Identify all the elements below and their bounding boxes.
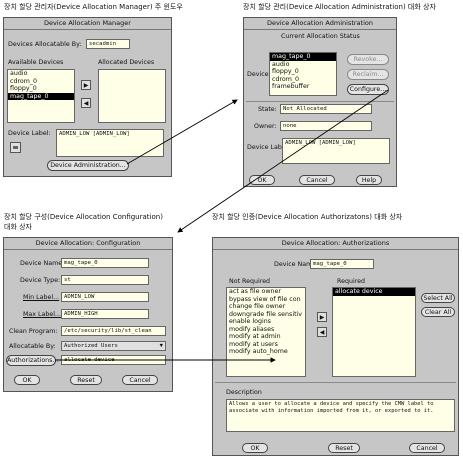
list-item[interactable]: cdrom_0 xyxy=(10,77,38,85)
divider xyxy=(246,101,394,102)
list-item[interactable]: modify at users xyxy=(229,340,278,348)
not-required-label: Not Required xyxy=(229,278,271,285)
description-text: Allows a user to allocate a device and s… xyxy=(226,399,455,432)
arrow-admin-to-administration xyxy=(126,99,238,165)
owner-field: none xyxy=(280,121,372,131)
devices-label: Devices: xyxy=(247,71,274,78)
manager-window: Device Allocation Manager Devices Alloca… xyxy=(3,17,172,177)
caption-manager: 장치 할당 관리자(Device Allocation Manager) 주 윈… xyxy=(4,3,183,11)
arrow-left-icon: ◀ xyxy=(319,329,325,336)
min-label-button[interactable]: Min Label... xyxy=(23,294,60,301)
divider xyxy=(215,382,456,383)
administration-window: Device Allocation Administration Current… xyxy=(243,17,397,187)
cancel-button[interactable]: Cancel xyxy=(122,375,158,385)
state-label: State: xyxy=(258,106,277,113)
list-item[interactable]: floppy_0 xyxy=(10,85,37,92)
arrow-configure-to-configuration xyxy=(177,89,389,233)
ok-button[interactable]: OK xyxy=(14,375,40,385)
clean-program-label: Clean Program: xyxy=(9,328,58,335)
configuration-title: Device Allocation: Configuration xyxy=(4,238,172,250)
authorizations-button[interactable]: Authorizations... xyxy=(6,355,59,366)
reset-button[interactable]: Reset xyxy=(328,443,360,453)
owner-label: Owner: xyxy=(254,123,277,130)
ok-button[interactable]: OK xyxy=(242,443,268,453)
revoke-button[interactable]: Revoke... xyxy=(347,54,389,65)
allocatable-by-field[interactable]: secadmin xyxy=(86,39,130,49)
allocatable-by-label: Allocatable By: xyxy=(9,343,56,350)
select-all-button[interactable]: Select All xyxy=(421,293,455,303)
list-item[interactable]: mag_tape_0 xyxy=(8,92,74,100)
authorizations-title: Device Allocation: Authorizations xyxy=(213,238,458,250)
device-name-label: Device Name: xyxy=(274,261,319,268)
caption-authorizations: 장치 할당 인증(Device Allocation Authorizatons… xyxy=(212,213,403,221)
device-name-field[interactable]: mag_tape_0 xyxy=(61,258,149,268)
allocated-devices-label: Allocated Devices xyxy=(98,59,155,66)
administration-title: Device Allocation Administration xyxy=(244,18,396,30)
device-icon[interactable] xyxy=(10,142,21,153)
list-item[interactable]: modify auto_home xyxy=(229,348,288,355)
list-item[interactable]: modify aliases xyxy=(229,325,275,333)
allocatable-by-value: Authorized Users xyxy=(64,343,118,349)
reset-button[interactable]: Reset xyxy=(70,375,102,385)
caption-configuration: 장치 할당 구성(Device Allocation Configuration… xyxy=(4,213,163,221)
list-item[interactable]: change file owner xyxy=(229,303,286,310)
list-item[interactable]: downgrade file sensitiv xyxy=(229,310,303,318)
available-devices-list[interactable]: audio cdrom_0 floppy_0 mag_tape_0 xyxy=(7,69,75,123)
not-required-list[interactable]: act as file owner bypass view of file co… xyxy=(226,287,306,377)
help-button[interactable]: Help xyxy=(356,175,382,185)
min-label-field[interactable]: ADMIN_LOW xyxy=(61,292,149,302)
add-arrow-button[interactable]: ▶ xyxy=(317,312,327,322)
list-item[interactable]: mag_tape_0 xyxy=(270,53,336,61)
device-administration-button[interactable]: Device Administration... xyxy=(47,160,129,171)
manager-title: Device Allocation Manager xyxy=(4,18,171,30)
configure-button[interactable]: Configure... xyxy=(347,84,389,95)
required-label: Required xyxy=(337,278,366,285)
allocatable-by-label: Devices Allocatable By: xyxy=(8,41,82,48)
arrow-right-icon: ▶ xyxy=(319,314,325,321)
authorizations-window: Device Allocation: Authorizations Device… xyxy=(212,237,459,456)
state-field: Not Allocated xyxy=(280,104,372,114)
list-item[interactable]: floppy_0 xyxy=(272,68,299,75)
device-label-field[interactable]: ADMIN_LOW [ADMIN_LOW] xyxy=(56,129,164,157)
device-label-label: Device Label: xyxy=(247,144,290,151)
device-type-label: Device Type: xyxy=(20,277,61,284)
allocate-arrow-button[interactable]: ▶ xyxy=(81,80,91,90)
max-label-field[interactable]: ADMIN_HIGH xyxy=(61,309,149,319)
caption-configuration-2: 대화 상자 xyxy=(4,223,32,231)
clear-all-button[interactable]: Clear All xyxy=(421,307,455,317)
cancel-button[interactable]: Cancel xyxy=(299,175,335,185)
allocation-status-label: Current Allocation Status xyxy=(281,33,360,40)
clean-program-field[interactable]: /etc/security/lib/st_clean xyxy=(61,326,166,336)
device-label-label: Device Label: xyxy=(8,130,51,137)
arrow-left-icon: ◀ xyxy=(83,100,89,107)
list-item[interactable]: audio xyxy=(10,70,28,77)
list-item[interactable]: act as file owner xyxy=(229,288,281,295)
device-label-field: ADMIN_LOW [ADMIN_LOW] xyxy=(282,138,390,164)
device-name-label: Device Name: xyxy=(20,260,65,267)
list-item[interactable]: bypass view of file con xyxy=(229,295,301,303)
deallocate-arrow-button[interactable]: ◀ xyxy=(81,98,91,108)
description-label: Description xyxy=(226,389,262,396)
chevron-down-icon: ▼ xyxy=(159,343,163,349)
device-name-field: mag_tape_0 xyxy=(310,259,374,269)
device-type-field[interactable]: st xyxy=(61,275,149,285)
required-list[interactable]: allocate device xyxy=(332,287,416,377)
cancel-button[interactable]: Cancel xyxy=(409,443,445,453)
devices-list[interactable]: mag_tape_0 audio floppy_0 cdrom_0 frameb… xyxy=(269,52,337,96)
remove-arrow-button[interactable]: ◀ xyxy=(317,327,327,337)
list-item[interactable]: framebuffer xyxy=(272,83,310,90)
arrow-right-icon: ▶ xyxy=(83,82,89,89)
reclaim-button[interactable]: Reclaim... xyxy=(347,69,389,80)
allocatable-by-select[interactable]: Authorized Users ▼ xyxy=(61,341,166,351)
list-item[interactable]: cdrom_0 xyxy=(272,75,300,83)
list-item[interactable]: allocate device xyxy=(333,288,415,296)
available-devices-label: Available Devices xyxy=(8,59,64,66)
list-item[interactable]: audio xyxy=(272,60,290,68)
allocated-devices-list[interactable] xyxy=(98,69,166,123)
caption-administration: 장치 할당 관리(Device Allocation Administratio… xyxy=(243,3,436,11)
max-label-button[interactable]: Max Label... xyxy=(23,311,62,318)
list-item[interactable]: enable logins xyxy=(229,318,271,325)
list-item[interactable]: modify at admin xyxy=(229,333,281,340)
